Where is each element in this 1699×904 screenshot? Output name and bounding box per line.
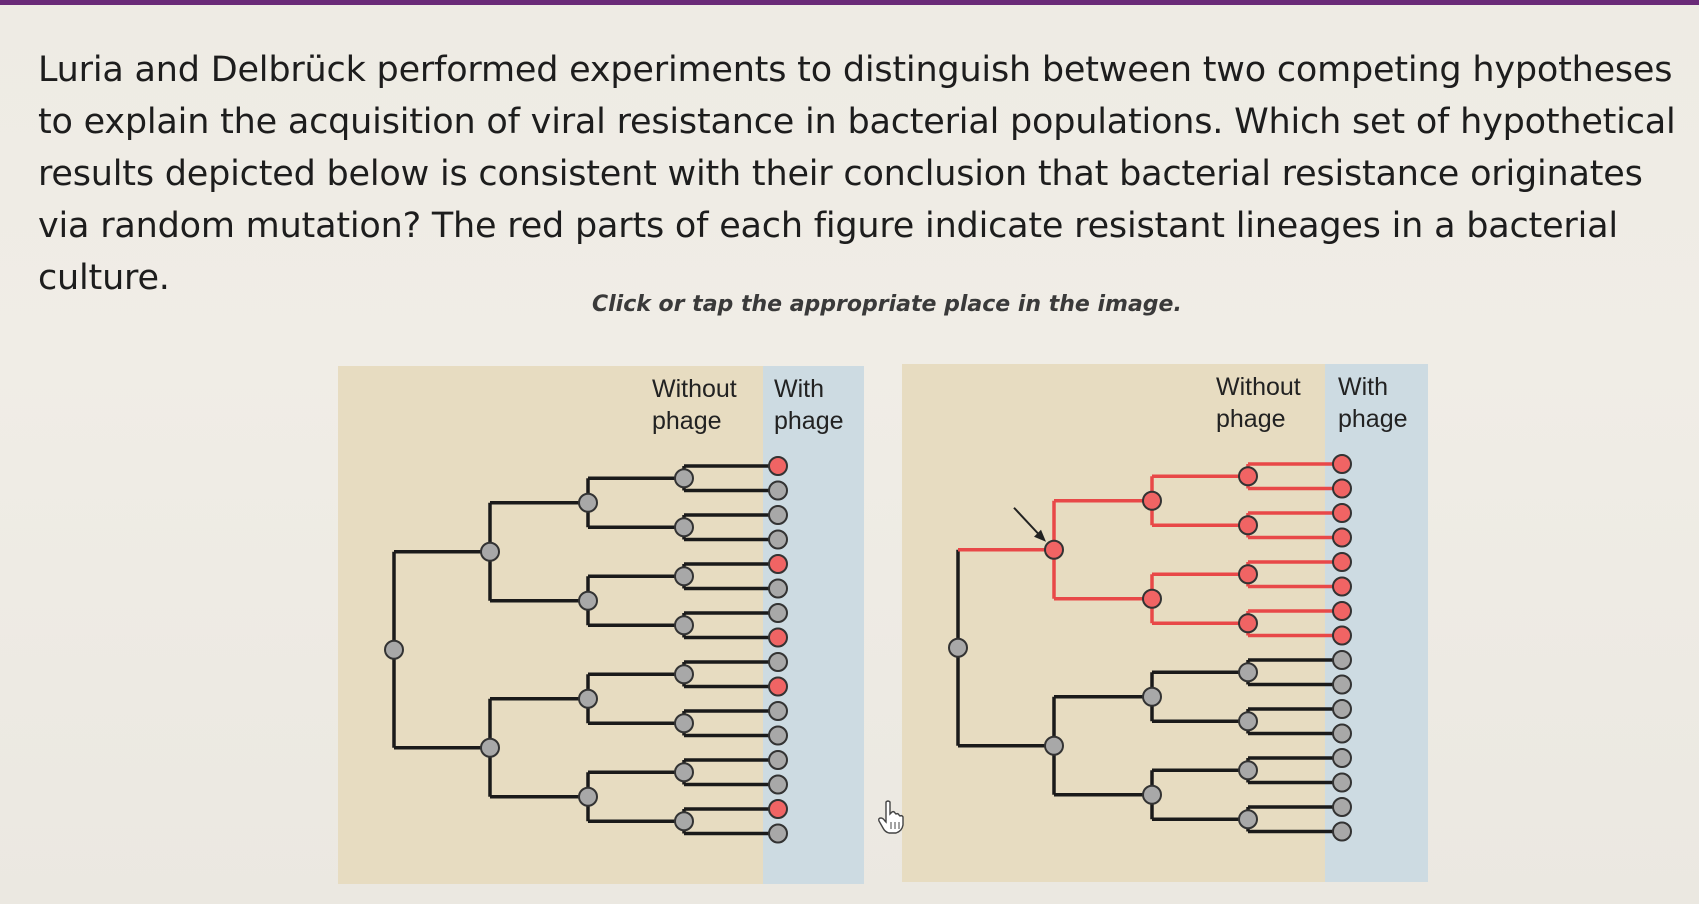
instruction-text: Click or tap the appropriate place in th… — [592, 292, 1182, 317]
lineage-node — [480, 541, 500, 562]
sensitive-colony — [768, 652, 788, 672]
sensitive-colony — [1332, 797, 1352, 817]
sensitive-colony — [768, 505, 788, 525]
lineage-tree — [948, 454, 1352, 842]
mutation-arrowhead — [1034, 529, 1046, 542]
lineage-node — [674, 664, 694, 685]
lineage-node — [578, 590, 598, 611]
lineage-node — [1142, 784, 1162, 805]
lineage-node — [674, 713, 694, 734]
sensitive-colony — [768, 774, 788, 795]
sensitive-colony — [1332, 699, 1352, 719]
mutation-arrow — [1013, 507, 1043, 539]
top-accent-bar — [0, 0, 1699, 5]
pointer-hand-icon — [878, 800, 904, 834]
label-without-line2: phage — [1216, 405, 1286, 433]
sensitive-colony — [768, 725, 788, 746]
sensitive-colony — [1332, 723, 1352, 744]
lineage-node — [674, 566, 694, 587]
lineage-node — [674, 811, 694, 832]
label-without-line1: Without — [1216, 373, 1301, 401]
lineage-node — [1044, 539, 1064, 560]
lineage-node — [1238, 515, 1258, 536]
label-with-line1: With — [1338, 373, 1388, 401]
resistant-colony — [768, 456, 788, 476]
lineage-node — [1238, 809, 1258, 830]
lineage-node — [1142, 490, 1162, 511]
resistant-colony — [1332, 503, 1352, 523]
lineage-node — [1142, 686, 1162, 707]
sensitive-colony — [768, 578, 788, 599]
lineage-node — [1238, 564, 1258, 585]
resistant-colony — [1332, 478, 1352, 499]
lineage-node — [578, 688, 598, 709]
lineage-node — [674, 615, 694, 636]
label-with-line2: phage — [1338, 405, 1408, 433]
sensitive-colony — [768, 701, 788, 721]
sensitive-colony — [768, 750, 788, 770]
lineage-node — [674, 762, 694, 783]
sensitive-colony — [1332, 650, 1352, 670]
sensitive-colony — [1332, 772, 1352, 793]
lineage-node — [578, 492, 598, 513]
label-with-line1: With — [774, 375, 824, 403]
label-with-line2: phage — [774, 407, 844, 435]
resistant-colony — [768, 554, 788, 574]
question-text: Luria and Delbrück performed experiments… — [38, 50, 1676, 298]
lineage-node — [1238, 662, 1258, 683]
resistant-colony — [1332, 625, 1352, 646]
lineage-node — [1238, 711, 1258, 732]
lineage-node — [578, 786, 598, 807]
resistant-colony — [768, 627, 788, 648]
sensitive-colony — [768, 603, 788, 623]
resistant-colony — [1332, 576, 1352, 597]
sensitive-colony — [1332, 674, 1352, 695]
lineage-node — [1044, 735, 1064, 756]
sensitive-colony — [1332, 748, 1352, 768]
figure-right-clonal-resistance[interactable]: Without phage With phage — [902, 364, 1428, 882]
sensitive-colony — [768, 529, 788, 550]
resistant-colony — [768, 799, 788, 819]
sensitive-colony — [768, 823, 788, 844]
resistant-colony — [1332, 454, 1352, 474]
resistant-colony — [768, 676, 788, 697]
figure-left-uniform-resistance[interactable]: Without phage With phage — [338, 366, 864, 884]
lineage-node — [948, 637, 968, 658]
label-without-line2: phage — [652, 407, 722, 435]
sensitive-colony — [768, 480, 788, 501]
lineage-node — [674, 517, 694, 538]
lineage-node — [674, 468, 694, 489]
with-phage-background — [763, 366, 864, 884]
lineage-node — [1238, 760, 1258, 781]
lineage-node — [480, 737, 500, 758]
lineage-node — [384, 639, 404, 660]
resistant-colony — [1332, 601, 1352, 621]
label-without-line1: Without — [652, 375, 737, 403]
with-phage-background — [1325, 364, 1428, 882]
resistant-colony — [1332, 527, 1352, 548]
lineage-node — [1238, 466, 1258, 487]
lineage-node — [1238, 613, 1258, 634]
sensitive-colony — [1332, 821, 1352, 842]
lineage-node — [1142, 588, 1162, 609]
lineage-tree — [384, 456, 788, 844]
resistant-colony — [1332, 552, 1352, 572]
